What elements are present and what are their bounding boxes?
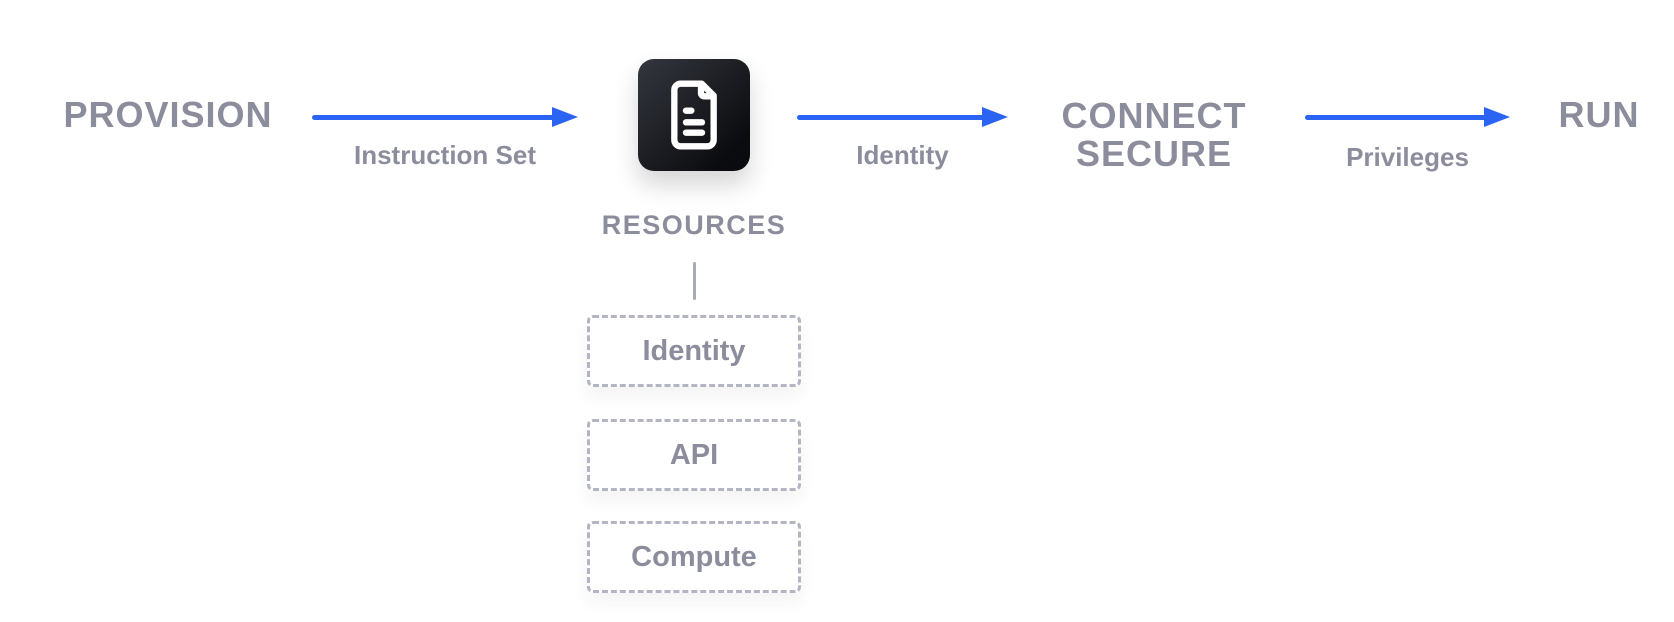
resource-box-api: API — [587, 419, 801, 491]
arrow-instruction-set — [312, 104, 578, 130]
arrow-head-icon — [982, 107, 1008, 127]
arrow-identity — [797, 104, 1008, 130]
arrow-line — [312, 115, 556, 120]
arrow-line — [1305, 115, 1488, 120]
arrow-privileges — [1305, 104, 1510, 130]
step-connect-line2: SECURE — [1075, 133, 1233, 174]
resource-box-identity: Identity — [587, 315, 801, 387]
arrow-label-privileges: Privileges — [1346, 142, 1469, 172]
arrow-head-icon — [552, 107, 578, 127]
resource-label: API — [669, 438, 719, 471]
document-icon — [671, 80, 717, 150]
arrow-head-icon — [1484, 107, 1510, 127]
arrow-label-instruction-set: Instruction Set — [353, 140, 536, 170]
document-icon-node — [638, 59, 750, 171]
resource-label: Identity — [642, 334, 746, 367]
step-connect-line1: CONNECT — [1061, 95, 1247, 136]
resource-label: Compute — [631, 540, 757, 573]
resources-title: RESOURCES — [601, 210, 787, 240]
arrow-line — [797, 115, 986, 120]
resource-box-compute: Compute — [587, 521, 801, 593]
resources-connector-line — [693, 262, 696, 300]
step-provision: PROVISION — [63, 94, 273, 135]
step-run: RUN — [1558, 94, 1640, 135]
arrow-label-identity: Identity — [856, 140, 949, 170]
step-connect-secure: CONNECT SECURE — [1044, 97, 1264, 173]
